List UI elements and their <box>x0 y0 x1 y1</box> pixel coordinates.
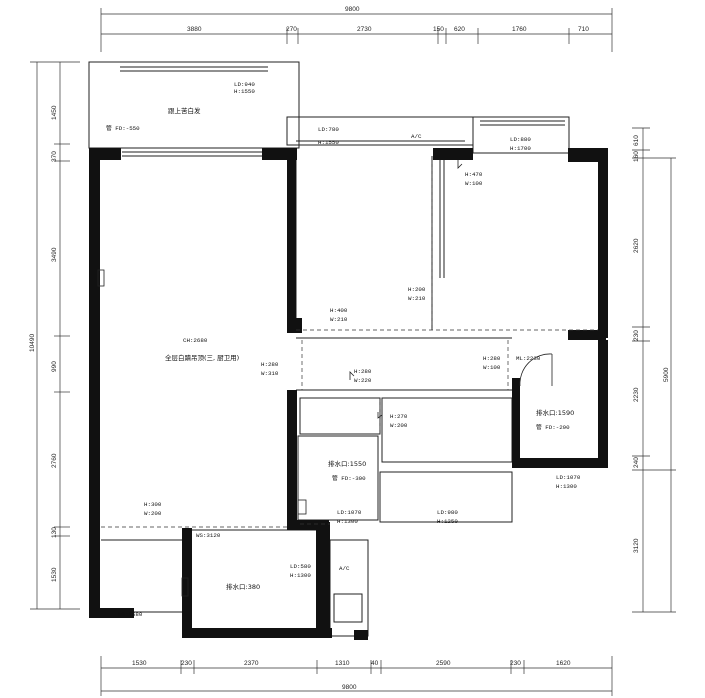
right-dim-3: 2620 <box>633 238 640 253</box>
bottom-total-dim: 9800 <box>342 684 357 691</box>
bottom-dim-4: 1310 <box>335 660 350 667</box>
h400-label: H:400 <box>330 307 348 314</box>
ml2230-label: ML:2230 <box>516 355 541 362</box>
h470-label: H:470 <box>465 171 483 178</box>
left-total-dim: 10490 <box>29 334 36 352</box>
h270-label: H:270 <box>390 413 408 420</box>
vent-right-label: 排水口:1590 <box>536 408 574 417</box>
ws3120-label: WS:3120 <box>196 532 221 539</box>
top-dimensions <box>100 8 613 52</box>
structural-walls <box>89 148 608 640</box>
h1300-label-b: H:1300 <box>337 518 358 525</box>
left-dim-4: 990 <box>51 361 58 372</box>
left-dimensions <box>30 61 80 610</box>
bottom-dimensions <box>100 656 613 696</box>
w100-label-a: W:100 <box>465 180 483 187</box>
bottom-dim-3: 2370 <box>244 660 259 667</box>
bottom-dim-7: 230 <box>510 660 521 667</box>
w220-label: W:220 <box>354 377 372 384</box>
ld980-label: LD:980 <box>437 509 458 516</box>
pipe-right-label: 管 FD:-290 <box>536 423 570 431</box>
right-total-dim: 5900 <box>663 367 670 382</box>
right-dim-1: 610 <box>633 135 640 146</box>
top-total-dim: 9800 <box>345 6 360 13</box>
right-dim-7: 3120 <box>633 538 640 553</box>
ld1070b-label: LD:1070 <box>337 509 362 516</box>
right-dim-2: 160 <box>633 151 640 162</box>
bathroom-door-swing <box>519 353 553 387</box>
top-dim-6: 1760 <box>512 26 527 33</box>
ac-bottom-label: A/C <box>339 565 350 572</box>
right-dim-5: 2230 <box>633 387 640 402</box>
balcony-room-label: 跟上苦白发 <box>168 106 201 115</box>
ch2680-label: CH:2680 <box>183 337 208 344</box>
pipe-mid-label: 管 FD:-300 <box>332 474 366 482</box>
h1300-label-c: H:1300 <box>290 572 311 579</box>
bottom-dim-1: 1530 <box>132 660 147 667</box>
markers <box>97 160 463 597</box>
top-dim-4: 150 <box>433 26 444 33</box>
bottom-dim-8: 1620 <box>556 660 571 667</box>
ld580-label: LD:580 <box>290 563 311 570</box>
bottom-dim-2: 230 <box>181 660 192 667</box>
balcony-h-label: H:1550 <box>234 88 255 95</box>
left-dim-2: 370 <box>51 151 58 162</box>
vent-bottom-label: 排水口:380 <box>226 582 260 591</box>
h1700-label: H:1700 <box>510 145 531 152</box>
w310-label: W:310 <box>261 370 279 377</box>
right-dimensions <box>632 127 676 613</box>
w210-label-b: W:210 <box>330 316 348 323</box>
ld780-label: LD:780 <box>318 126 339 133</box>
h300-label: H:300 <box>144 501 162 508</box>
balcony-pipe-label: 管 FD:-550 <box>106 124 140 132</box>
left-dim-1: 1450 <box>51 105 58 120</box>
left-dim-7: 1530 <box>51 567 58 582</box>
ld880-label: LD:880 <box>510 136 531 143</box>
top-dim-7: 710 <box>578 26 589 33</box>
w200-label-b: W:200 <box>144 510 162 517</box>
h200-label-a: H:200 <box>408 286 426 293</box>
w210-label-a: W:210 <box>408 295 426 302</box>
ceiling-dashed-lines <box>101 160 598 528</box>
right-dim-4: 230 <box>633 330 640 341</box>
bottom-dim-6: 2590 <box>436 660 451 667</box>
h280-label-c: H:280 <box>483 355 501 362</box>
h280-label-b: H:280 <box>354 368 372 375</box>
h280-label-a: H:280 <box>261 361 279 368</box>
h1550-label: H:1550 <box>318 139 339 146</box>
ws2580-label: WS:2580 <box>118 611 143 618</box>
w100-label-b: W:100 <box>483 364 501 371</box>
vent-mid-label: 排水口:1550 <box>328 459 366 468</box>
top-dim-5: 620 <box>454 26 465 33</box>
ceiling-note: 全层白蹟吊顶(三, 厨卫用) <box>165 353 239 362</box>
h1300-label-a: H:1300 <box>556 483 577 490</box>
bottom-dim-5: 40 <box>371 660 379 667</box>
left-dim-6: 130 <box>51 527 58 538</box>
ac-top-label: A/C <box>411 133 422 140</box>
balcony-dims-label: LD:940 <box>234 81 255 88</box>
ld1070-label: LD:1070 <box>556 474 581 481</box>
left-dim-3: 3490 <box>51 247 58 262</box>
top-dim-3: 2730 <box>357 26 372 33</box>
w200-label-a: W:200 <box>390 422 408 429</box>
h1250-label: H:1250 <box>437 518 458 525</box>
top-dim-1: 3880 <box>187 26 202 33</box>
thin-walls <box>88 61 570 637</box>
right-dim-6: 240 <box>633 457 640 468</box>
left-dim-5: 2760 <box>51 453 58 468</box>
top-dim-2: 270 <box>286 26 297 33</box>
